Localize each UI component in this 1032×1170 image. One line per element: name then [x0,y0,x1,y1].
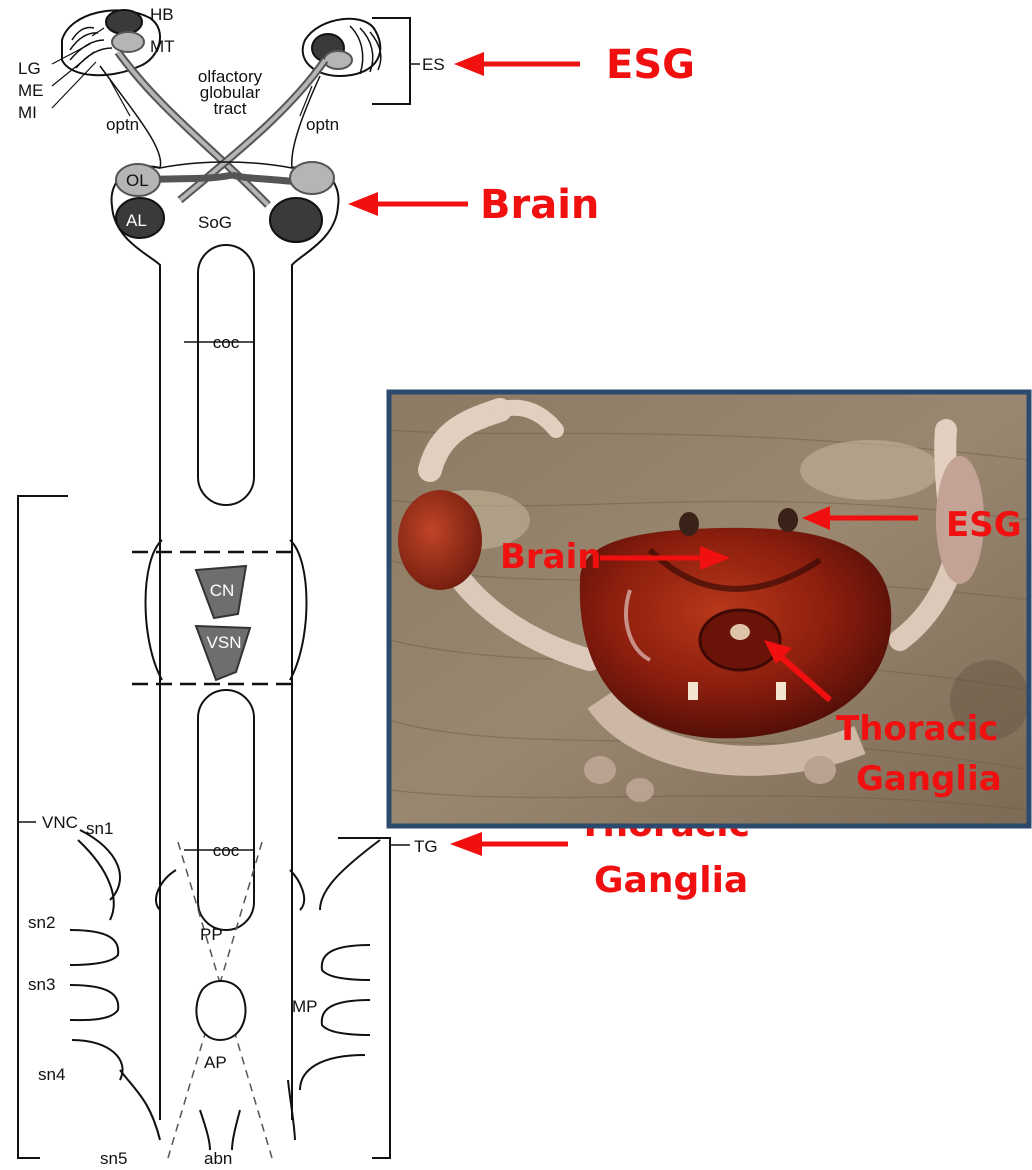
label-optn-left: optn [106,115,139,134]
right-eyestalk [303,19,381,76]
label-sog: SoG [198,213,232,232]
right-eye [778,508,798,532]
left-hemiellipsoid-body [106,10,142,34]
label-mt: MT [150,37,175,56]
es-bracket [372,18,410,104]
brain-arrow [348,192,468,216]
esg-arrow [454,52,580,76]
label-sn3: sn3 [28,975,55,994]
callout-esg: ESG [606,42,695,88]
label-lg: LG [18,59,41,78]
label-mi: MI [18,103,37,122]
photo-callout-thoracic-1: Thoracic [836,709,998,749]
label-ap: AP [204,1053,227,1072]
right-accessory-lobe [270,198,322,242]
label-vnc: VNC [42,813,78,832]
right-olfactory-lobe [290,162,334,194]
upper-commissure-loop [198,245,254,505]
photo-callout-thoracic-2: Ganglia [856,759,1002,799]
central-ganglion-blob [196,981,245,1040]
photo-callout-esg: ESG [946,505,1022,545]
label-sn1: sn1 [86,819,113,838]
label-es: ES [422,55,445,74]
lower-commissure-loop [198,690,254,930]
label-optn-right: optn [306,115,339,134]
label-al: AL [126,211,147,230]
label-vsn: VSN [207,633,242,652]
label-cn: CN [210,581,235,600]
label-olfactory-3: tract [213,99,246,118]
label-sn4: sn4 [38,1065,65,1084]
left-claw [398,490,482,590]
callout-brain: Brain [480,182,599,228]
label-coc-lower: coc [213,841,240,860]
label-sn2: sn2 [28,913,55,932]
label-sn5: sn5 [100,1149,127,1168]
label-pp: PP [200,925,223,944]
label-ol: OL [126,171,149,190]
crab-photo: ESG Brain Thoracic Ganglia [389,392,1030,826]
tg-arrow [450,832,568,856]
callout-thoracic-2: Ganglia [594,860,748,901]
photo-callout-brain: Brain [500,537,602,577]
label-abn: abn [204,1149,232,1168]
left-eye [679,512,699,536]
label-coc-upper: coc [213,333,240,352]
tg-bracket [338,838,390,1158]
label-me: ME [18,81,44,100]
label-hb: HB [150,5,174,24]
label-mp: MP [292,997,318,1016]
label-tg: TG [414,837,438,856]
